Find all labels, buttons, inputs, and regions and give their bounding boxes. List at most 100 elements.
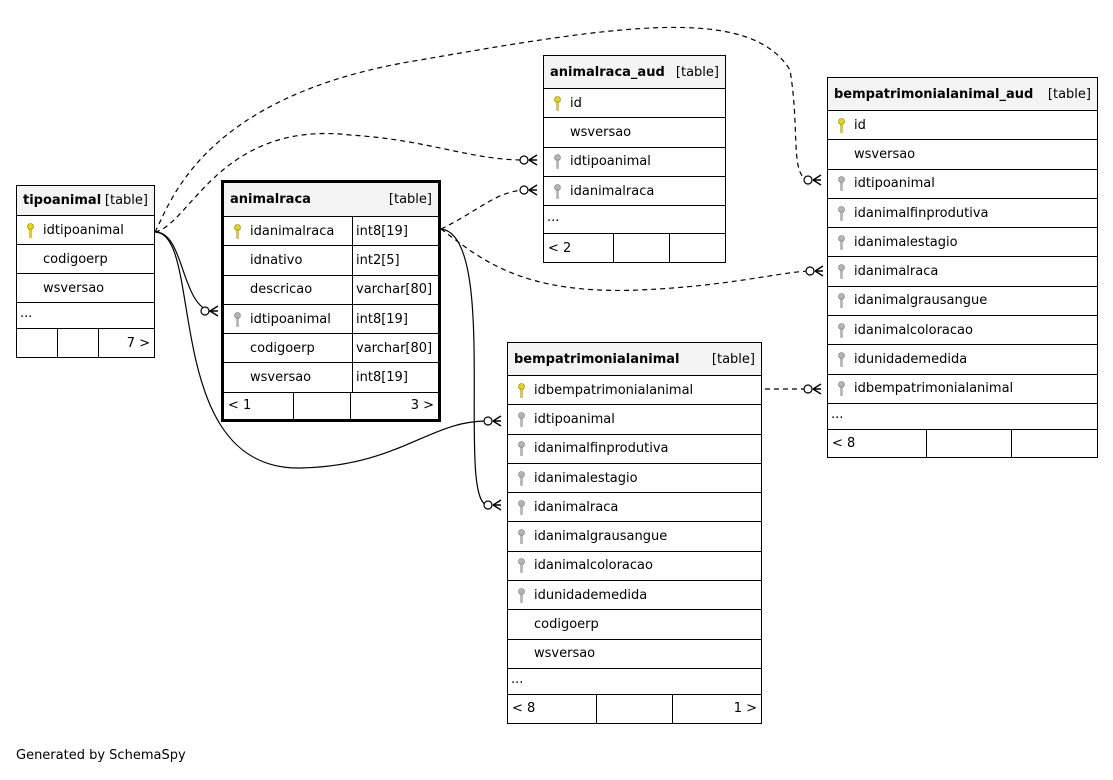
foreign-key-icon — [508, 470, 534, 486]
column-row[interactable]: idanimalcoloracao — [828, 316, 1097, 346]
foreign-key-icon — [508, 500, 534, 515]
column-name: idanimalfinprodutiva — [854, 205, 989, 221]
parents-count — [17, 329, 58, 357]
column-row[interactable]: codigoerp — [508, 610, 761, 640]
column-row[interactable]: idanimalgrausangue — [828, 287, 1097, 317]
column-row[interactable]: idanimalfinprodutiva — [508, 435, 761, 464]
children-count[interactable]: 7 > — [126, 335, 150, 351]
more-columns-ellipsis[interactable]: ... — [17, 303, 154, 329]
column-name: idanimalcoloracao — [534, 558, 653, 574]
table-type-label: [table] — [1047, 86, 1091, 102]
column-row[interactable]: idanimalraca — [544, 177, 725, 207]
parents-count[interactable]: < 8 — [828, 429, 927, 457]
footer-cell — [927, 429, 1012, 457]
table-bempatrimonialanimal-aud[interactable]: bempatrimonialanimal_aud [table] id wsversa… — [827, 77, 1098, 458]
column-row[interactable]: idanimalfinprodutiva — [828, 199, 1097, 229]
column-name: idnativo — [250, 246, 353, 275]
column-row[interactable]: idanimalestagio — [828, 228, 1097, 258]
foreign-key-icon — [828, 205, 854, 221]
children-count — [1012, 430, 1097, 457]
primary-key-icon — [508, 382, 534, 398]
table-name[interactable]: bempatrimonialanimal_aud — [834, 86, 1034, 102]
column-row[interactable]: idtipoanimal — [544, 148, 725, 177]
optional-circle-marker — [803, 384, 813, 394]
column-row[interactable]: idanimalestagio — [508, 464, 761, 494]
parents-count[interactable]: < 8 — [508, 694, 597, 723]
column-row[interactable]: id — [828, 111, 1097, 141]
column-row[interactable]: wsversao — [508, 640, 761, 669]
column-row[interactable]: wsversao — [828, 140, 1097, 170]
children-count[interactable]: 1 > — [733, 701, 757, 717]
column-row[interactable]: idanimalcoloracao — [508, 552, 761, 582]
optional-circle-marker — [519, 185, 529, 195]
primary-key-icon — [544, 95, 570, 111]
relationship-line-3[interactable] — [440, 228, 489, 506]
relationship-line-4[interactable] — [154, 132, 525, 233]
optional-circle-marker — [200, 306, 210, 316]
table-name[interactable]: animalraca_aud — [550, 64, 665, 80]
column-type: varchar[80] — [356, 340, 433, 356]
relationship-line-5[interactable] — [154, 26, 809, 233]
column-name: idanimalgrausangue — [534, 529, 668, 545]
foreign-key-icon — [508, 412, 534, 427]
column-row[interactable]: idunidademedida — [828, 345, 1097, 375]
column-row[interactable]: idanimalraca — [828, 257, 1097, 287]
column-row[interactable]: idunidademedida — [508, 581, 761, 611]
column-row[interactable]: idtipoanimal — [828, 170, 1097, 199]
column-name: wsversao — [854, 146, 916, 162]
more-columns-ellipsis[interactable]: ... — [508, 669, 761, 695]
column-name: wsversao — [570, 124, 632, 140]
optional-circle-marker — [803, 175, 813, 185]
relationship-line-2[interactable] — [154, 231, 489, 469]
column-name: idbempatrimonialanimal — [854, 381, 1014, 397]
column-name: idtipoanimal — [854, 176, 935, 192]
foreign-key-icon — [828, 176, 854, 191]
column-name: id — [570, 95, 582, 111]
column-row[interactable]: idtipoanimal — [17, 216, 154, 245]
relationship-line-7[interactable] — [440, 228, 811, 292]
optional-circle-marker — [483, 500, 493, 510]
children-count[interactable]: 3 > — [410, 398, 434, 414]
foreign-key-icon — [828, 322, 854, 338]
column-row[interactable]: wsversao — [17, 274, 154, 303]
column-name: idanimalestagio — [854, 234, 958, 250]
table-name[interactable]: tipoanimal — [23, 193, 102, 208]
relationship-line-6[interactable] — [440, 189, 525, 230]
column-name: idanimalraca — [250, 217, 353, 246]
column-row[interactable]: id — [544, 89, 725, 119]
column-name: codigoerp — [43, 251, 108, 267]
column-name: idanimalfinprodutiva — [534, 441, 669, 457]
crows-foot-marker — [528, 154, 538, 166]
column-row[interactable]: wsversao — [544, 118, 725, 148]
table-bempatrimonialanimal[interactable]: bempatrimonialanimal [table] idbempatrimon… — [507, 342, 762, 724]
table-name[interactable]: bempatrimonialanimal — [514, 351, 680, 367]
column-row[interactable]: idtipoanimal — [508, 405, 761, 435]
more-columns-ellipsis[interactable]: ... — [828, 404, 1097, 430]
more-columns-ellipsis[interactable]: ... — [544, 206, 725, 235]
column-row[interactable]: idbempatrimonialanimal — [828, 375, 1097, 404]
parents-count[interactable]: < 1 — [224, 392, 294, 419]
table-name[interactable]: animalraca — [230, 192, 311, 207]
table-footer: < 8 — [828, 429, 1097, 457]
column-type: varchar[80] — [356, 282, 433, 298]
crows-foot-marker — [812, 383, 822, 395]
column-row[interactable]: idanimalgrausangue — [508, 522, 761, 552]
parents-count[interactable]: < 2 — [544, 234, 614, 263]
optional-circle-marker — [519, 155, 529, 165]
footer-cell — [597, 694, 673, 723]
column-row[interactable]: codigoerp — [17, 245, 154, 274]
relationship-line-1[interactable] — [154, 231, 213, 313]
column-row[interactable]: idbempatrimonialanimal — [508, 376, 761, 406]
table-type-label: [table] — [711, 351, 755, 367]
column-row[interactable]: idanimalraca — [508, 493, 761, 523]
